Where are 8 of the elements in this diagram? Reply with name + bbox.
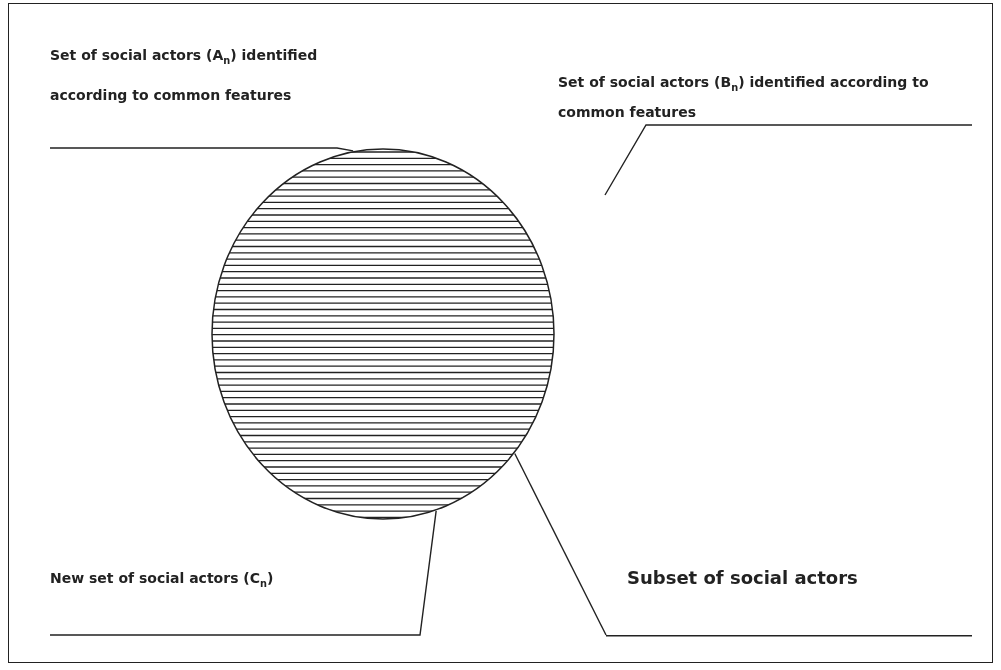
leader-line [49, 147, 354, 152]
callout-label: Set of social actors (B$_{n}$) identified according to common features [558, 73, 930, 122]
callout-label: New set of social actors (C$_{n}$) [50, 569, 275, 591]
leader-line [514, 452, 607, 636]
leader-line [49, 510, 437, 636]
leader-line [604, 124, 973, 196]
callout-label: Subset of social actors [627, 566, 859, 590]
callout-label: Set of social actors (A$_{n}$) identified according to common features [50, 46, 319, 105]
